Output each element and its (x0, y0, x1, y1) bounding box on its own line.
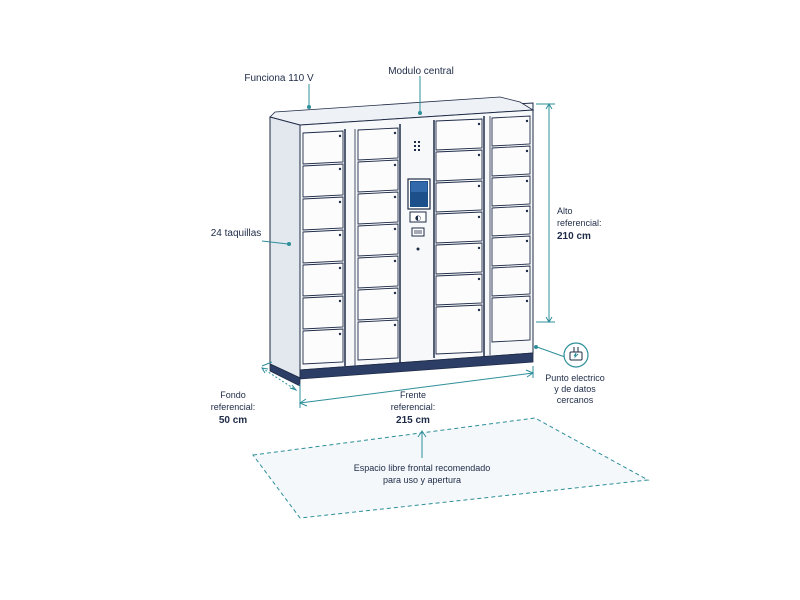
locker-door[interactable] (435, 211, 483, 244)
locker-door[interactable] (491, 205, 531, 237)
locker-column-2 (357, 127, 399, 361)
height-label-line2: referencial: (557, 218, 602, 228)
locker-door[interactable] (435, 304, 483, 355)
locker-door[interactable] (302, 295, 344, 330)
depth-label-line1: Fondo (220, 390, 246, 400)
depth-dimension (261, 361, 298, 392)
locker-door[interactable] (302, 328, 344, 365)
outlet-label-line2: y de datos (554, 384, 596, 394)
locker-column-4 (491, 115, 531, 343)
width-value: 215 cm (396, 415, 430, 426)
indicator-dot (416, 247, 420, 251)
locker-door[interactable] (302, 130, 344, 165)
locker-door[interactable] (435, 273, 483, 306)
locker-door[interactable] (435, 242, 483, 275)
locker-door[interactable] (357, 287, 399, 321)
keypad[interactable] (411, 227, 425, 237)
clearance-label-line2: para uso y apertura (383, 475, 461, 485)
locker-door[interactable] (491, 145, 531, 177)
width-label-line1: Frente (400, 390, 426, 400)
locker-column-3 (435, 118, 483, 355)
locker-door[interactable] (435, 149, 483, 182)
clearance-label-line1: Espacio libre frontal recomendado (354, 463, 491, 473)
locker-door[interactable] (491, 265, 531, 297)
cabinet-side-panel (269, 116, 301, 379)
grid-icon (414, 141, 420, 151)
locker-door[interactable] (302, 196, 344, 231)
locker-column-1 (302, 130, 344, 365)
locker-door[interactable] (435, 180, 483, 213)
central-module-label: Modulo central (388, 66, 454, 77)
locker-door[interactable] (491, 115, 531, 147)
depth-value: 50 cm (219, 415, 247, 426)
outlet-label-line3: cercanos (557, 395, 594, 405)
depth-label-line2: referencial: (211, 402, 256, 412)
locker-door[interactable] (302, 163, 344, 198)
lockers-count-label: 24 taquillas (211, 228, 262, 239)
locker-door[interactable] (491, 295, 531, 343)
central-module: ◐ (407, 141, 431, 251)
locker-door[interactable] (357, 255, 399, 289)
locker-door[interactable] (357, 127, 399, 161)
locker-door[interactable] (302, 262, 344, 297)
height-dimension (536, 103, 555, 323)
front-clearance-zone (252, 417, 650, 519)
locker-door[interactable] (302, 229, 344, 264)
locker-door[interactable] (435, 118, 483, 151)
locker-door[interactable] (357, 191, 399, 225)
locker-door[interactable] (491, 175, 531, 207)
locker-door[interactable] (357, 223, 399, 257)
width-dimension (298, 366, 535, 408)
height-value: 210 cm (557, 231, 591, 242)
locker-door[interactable] (357, 159, 399, 193)
cabinet-base (299, 352, 534, 380)
card-reader[interactable] (409, 211, 427, 223)
door-handles (338, 119, 529, 336)
height-label-line1: Alto (557, 206, 573, 216)
power-label: Funciona 110 V (244, 73, 314, 84)
width-label-line2: referencial: (391, 402, 436, 412)
locker-door[interactable] (357, 319, 399, 361)
plug-icon (563, 342, 589, 368)
locker-door[interactable] (491, 235, 531, 267)
outlet-label-line1: Punto electrico (545, 373, 605, 383)
card-reader-icon: ◐ (415, 214, 421, 222)
